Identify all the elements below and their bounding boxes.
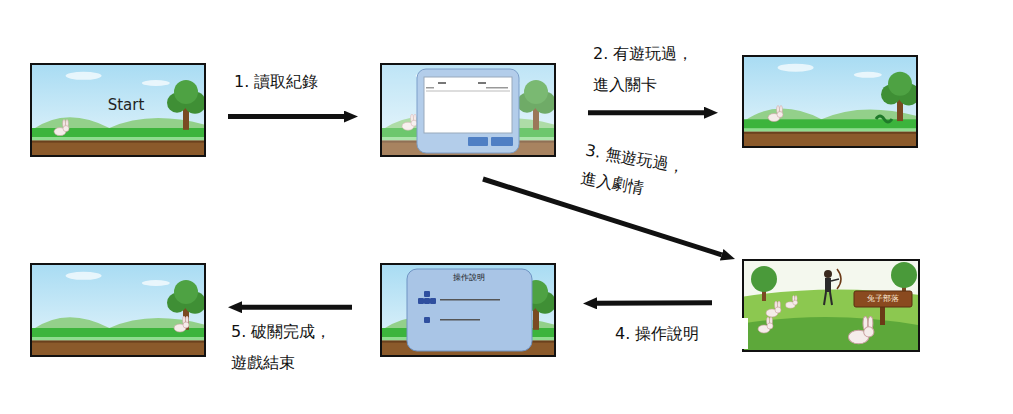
- game-screenshot: [32, 265, 204, 355]
- sky: [744, 57, 916, 146]
- dirt-line: [32, 341, 204, 343]
- key-icon: [424, 298, 430, 304]
- cloud: [66, 72, 102, 80]
- tree-crown: [888, 72, 912, 96]
- sign-text: 兔子部落: [867, 294, 899, 303]
- flow-arrow: [588, 110, 704, 115]
- cloud: [854, 72, 882, 78]
- screenshot-panel: 兔子部落: [742, 259, 920, 352]
- dialog: [407, 269, 532, 351]
- rabbit: [54, 120, 69, 136]
- dialog: [417, 69, 519, 153]
- grass-edge: [744, 128, 916, 132]
- dirt: [32, 141, 204, 155]
- key-icon: [418, 298, 424, 304]
- dialog-title: 操作說明: [453, 273, 485, 282]
- dirt: [32, 341, 204, 355]
- screenshot-panel: [30, 263, 206, 357]
- sky: [382, 65, 554, 155]
- rabbit-head: [775, 307, 781, 313]
- archer-body: [825, 278, 831, 292]
- edge-label: 5. 破關完成， 遊戲結束: [228, 316, 359, 378]
- key-icon: [424, 317, 430, 323]
- sign-post: [880, 307, 885, 325]
- rabbit-head: [63, 126, 69, 132]
- dialog-rule: [426, 91, 510, 92]
- rabbit: [786, 295, 798, 308]
- rabbit-head: [777, 112, 783, 118]
- grass-edge: [32, 137, 204, 141]
- dialog-panel: [424, 77, 512, 133]
- dialog-mark: [486, 87, 508, 89]
- archer-leg: [824, 292, 826, 305]
- edge-label: 2. 有遊玩過， 進入關卡: [590, 38, 721, 100]
- archer-leg: [830, 292, 832, 305]
- rabbit-head: [183, 322, 189, 328]
- rabbit-head: [767, 323, 773, 329]
- cloud: [778, 64, 814, 72]
- rabbit-head: [793, 300, 798, 305]
- rabbit: [174, 316, 189, 332]
- cloud: [66, 272, 102, 280]
- meadow: [744, 289, 918, 350]
- sky: [744, 261, 918, 350]
- dim-overlay: [382, 65, 554, 155]
- cloud: [142, 280, 170, 286]
- archer-head: [824, 270, 832, 278]
- archer-arm: [831, 279, 839, 281]
- meadow-front: [744, 317, 918, 350]
- flow-arrow: [228, 114, 344, 119]
- dialog-mark: [478, 82, 486, 84]
- screenshot-panel: [742, 55, 918, 148]
- tree-crown: [751, 266, 777, 292]
- screenshot-panel: [380, 63, 556, 157]
- help-line: [440, 299, 500, 301]
- dialog-mark: [438, 82, 446, 84]
- tree-crown: [174, 80, 198, 104]
- rabbit: [768, 106, 783, 122]
- screenshot-panel: 操作說明: [380, 263, 556, 357]
- grass-edge: [32, 337, 204, 341]
- dirt-line: [32, 141, 204, 143]
- flow-arrow: [242, 305, 352, 310]
- rabbit: [848, 317, 874, 344]
- game-screenshot: [382, 65, 554, 155]
- sky: [32, 265, 204, 355]
- dialog-button: [468, 137, 488, 146]
- help-line: [440, 319, 480, 321]
- rabbit-head: [864, 327, 874, 337]
- start-title: Start: [108, 97, 145, 114]
- sky: [32, 65, 204, 155]
- rabbit: [766, 301, 781, 317]
- game-screenshot: [744, 261, 918, 350]
- bow: [837, 269, 841, 289]
- rabbit: [758, 317, 773, 333]
- key-icon: [424, 291, 430, 297]
- key-icon: [430, 298, 436, 304]
- tree-crown: [891, 262, 917, 288]
- snake: [876, 116, 892, 122]
- cloud: [142, 80, 170, 86]
- dialog-button: [491, 137, 513, 146]
- edge-label: 4. 操作說明: [612, 318, 748, 349]
- flow-arrow: [597, 300, 712, 306]
- sky: [382, 265, 554, 355]
- sign-board: [854, 291, 912, 307]
- game-screenshot: [744, 57, 916, 146]
- archer: [824, 269, 841, 305]
- dirt: [744, 132, 916, 146]
- tree-crown: [174, 280, 198, 304]
- dirt-line: [744, 132, 916, 134]
- edge-label: 1. 讀取紀錄: [231, 66, 367, 97]
- screenshot-panel: Start: [30, 63, 206, 157]
- dialog-mark: [426, 87, 434, 89]
- edge-label: 3. 無遊玩過， 進入劇情: [575, 136, 714, 214]
